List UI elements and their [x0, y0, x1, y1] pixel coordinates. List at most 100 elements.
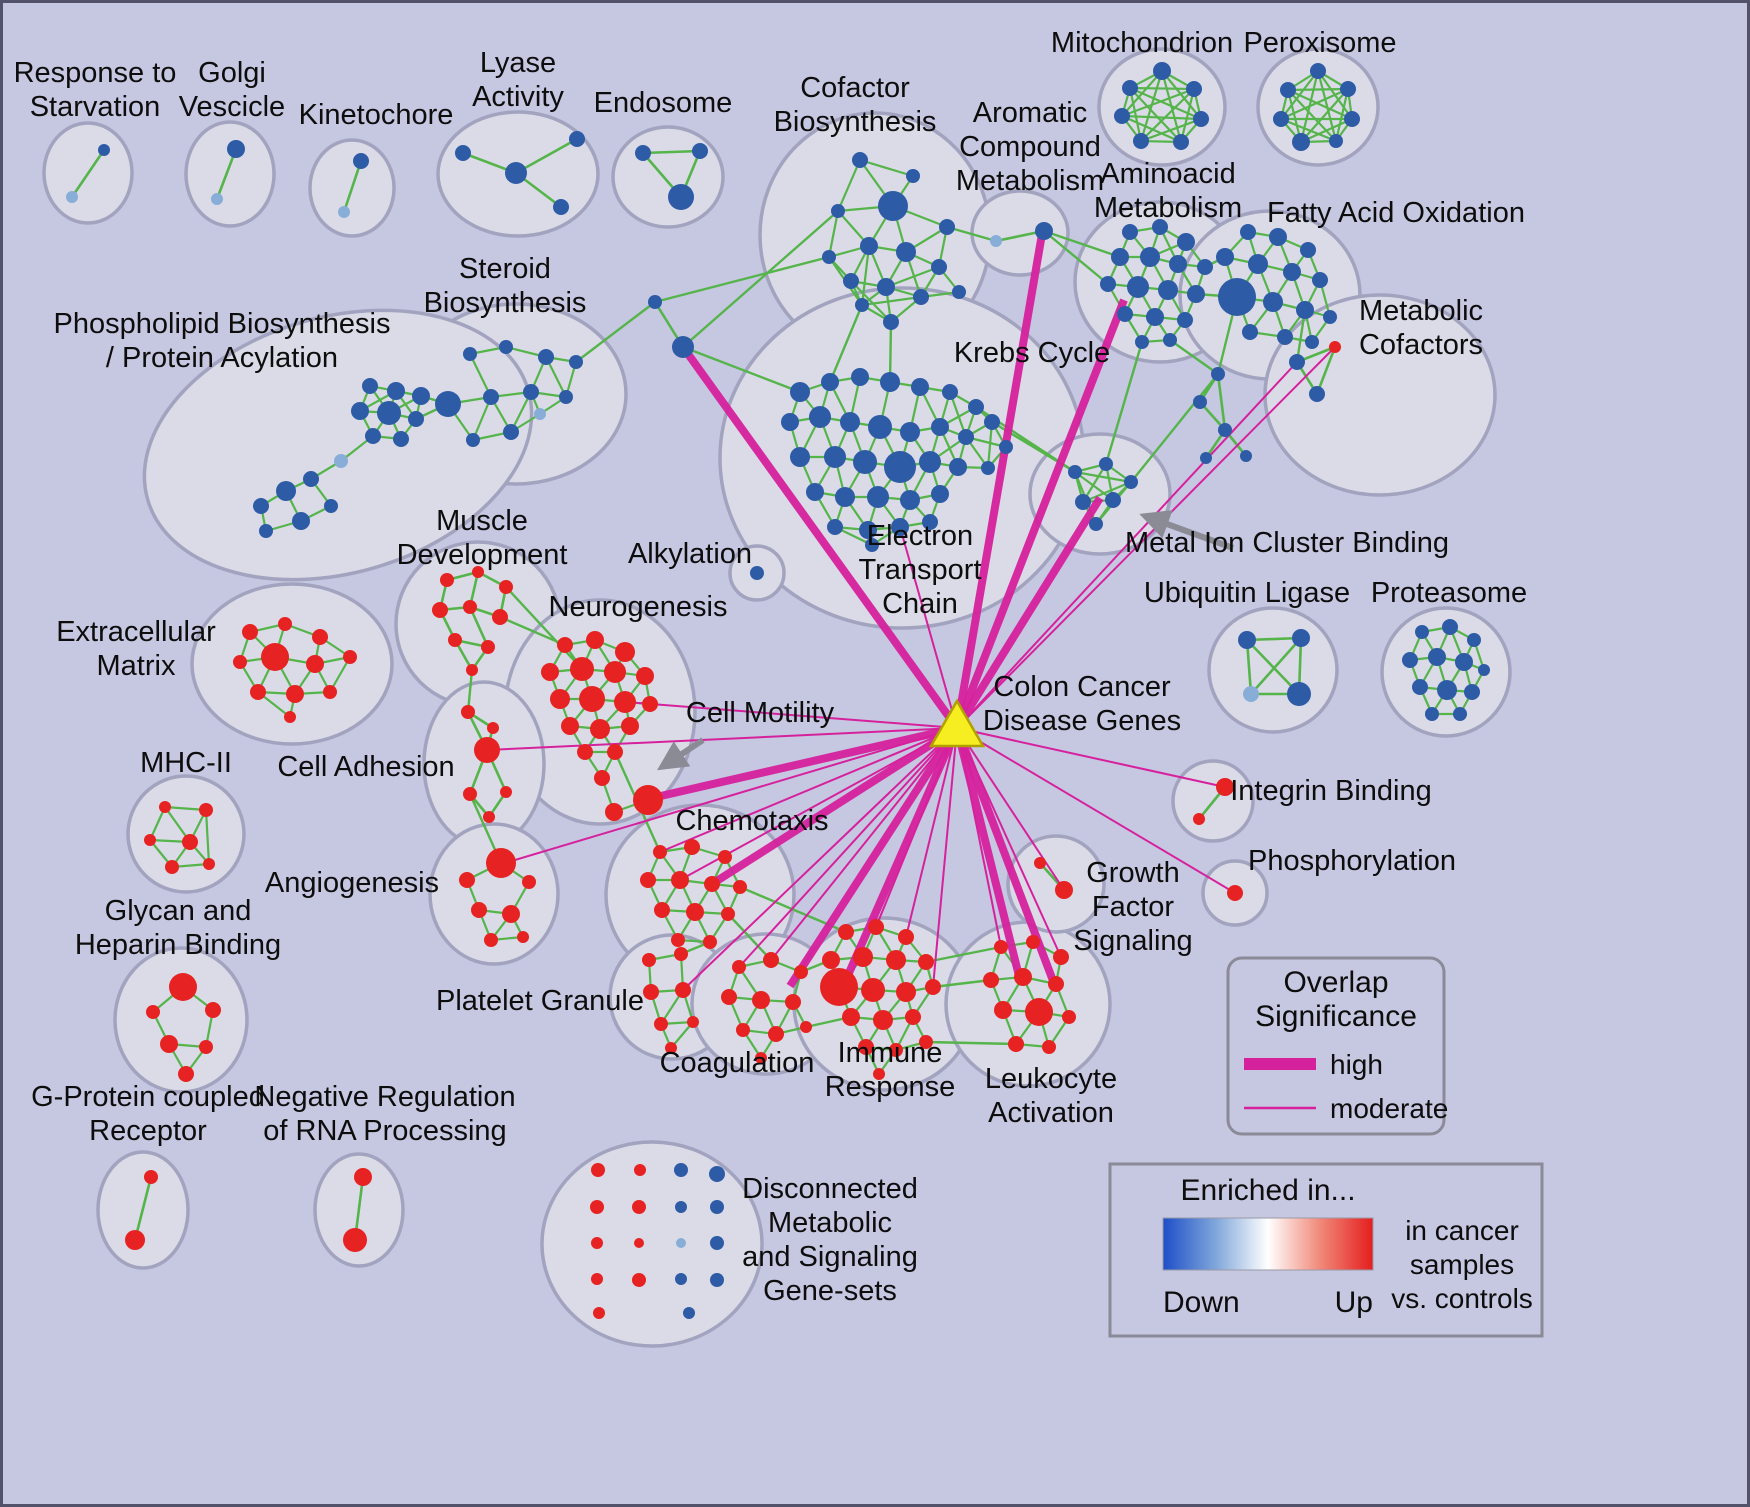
cofactor-biosynthesis-node	[878, 191, 908, 221]
mitochondrion-label: Mitochondrion	[1051, 27, 1233, 59]
cell-adhesion-label: Cell Adhesion	[277, 751, 454, 783]
cofactor-biosynthesis-edge	[860, 245, 871, 306]
growth-factor-signaling-label: Signaling	[1073, 925, 1192, 957]
phospholipid-biosynthesis-node	[365, 428, 381, 444]
aminoacid-metabolism-node	[1135, 335, 1149, 349]
ubiquitin-ligase-node	[1287, 682, 1311, 706]
mitochondrion-node	[1133, 133, 1149, 149]
electron-transport-chain-node	[931, 418, 949, 436]
metabolic-cofactors-node	[1329, 341, 1341, 353]
coagulation-node	[800, 1021, 812, 1033]
disconnected-gene-sets-node	[590, 1200, 604, 1214]
kinetochore-edge	[342, 160, 363, 213]
cofactor-biosynthesis-node	[913, 289, 929, 305]
overlap-edge-high	[953, 495, 1104, 731]
metabolic-cofactors-edge	[1315, 346, 1337, 395]
disconnected-gene-sets-node	[593, 1307, 605, 1319]
metal-ion-cluster-binding-edge	[1074, 470, 1132, 484]
overlap-edge-moderate	[956, 727, 1065, 891]
lyase-activity-label: Activity	[472, 81, 564, 113]
proteasome-node	[1464, 684, 1480, 700]
disconnected-gene-sets-node	[591, 1273, 603, 1285]
peroxisome-node	[1273, 111, 1289, 127]
muscle-development-node	[448, 633, 462, 647]
steroid-biosynthesis-node	[569, 355, 583, 369]
proteasome-node	[1467, 633, 1481, 647]
extracellular-matrix-label: Matrix	[97, 650, 176, 682]
glycan-heparin-binding-node	[160, 1035, 178, 1053]
leukocyte-activation-node	[1042, 1040, 1056, 1054]
leukocyte-activation-node	[1008, 1036, 1024, 1052]
ubiquitin-ligase-node	[1292, 629, 1310, 647]
electron-transport-chain-node	[835, 487, 855, 507]
mitochondrion-node	[1153, 62, 1171, 80]
immune-response-node	[822, 951, 840, 969]
fatty-acid-oxidation-node	[1283, 263, 1301, 281]
electron-transport-chain-node	[809, 406, 831, 428]
cofactor-biosynthesis-node	[931, 259, 947, 275]
bridge-edge	[925, 945, 1002, 964]
chemotaxis-node	[684, 839, 700, 855]
integrin-binding-node	[1216, 778, 1234, 796]
electron-transport-chain-label: Transport	[858, 554, 981, 586]
electron-transport-chain-node	[867, 486, 889, 508]
bridge-edge	[1104, 341, 1144, 465]
immune-response-node	[898, 929, 914, 945]
metabolic-cofactors-label: Cofactors	[1359, 329, 1483, 361]
disconnected-gene-sets-node	[634, 1164, 646, 1176]
fatty-acid-oxidation-node	[1269, 228, 1287, 246]
coagulation-node	[768, 1026, 784, 1042]
steroid-biosynthesis-node	[559, 390, 573, 404]
peroxisome-edge	[1287, 89, 1337, 142]
kinetochore-node	[353, 153, 369, 169]
platelet-granule-label: Platelet Granule	[436, 985, 644, 1017]
aminoacid-metabolism-node	[1177, 233, 1195, 251]
disconnected-gene-sets-boundary	[540, 1140, 764, 1348]
overlap-edge-high	[651, 724, 958, 802]
bridge-edge	[828, 304, 864, 383]
coagulation-node	[752, 991, 770, 1009]
extracellular-matrix-node	[286, 685, 304, 703]
immune-response-node	[842, 1008, 860, 1026]
metabolic-scatter-node	[1240, 450, 1252, 462]
mhc-ii-node	[165, 860, 179, 874]
phospholipid-biosynthesis-label: / Protein Acylation	[106, 342, 338, 374]
overlap-edge-high	[953, 233, 1046, 729]
neurogenesis-node	[605, 803, 623, 821]
electron-transport-chain-node	[984, 414, 1000, 430]
neurogenesis-node	[570, 657, 594, 681]
platelet-granule-node	[643, 984, 659, 1000]
extracellular-matrix-node	[250, 684, 266, 700]
phospholipid-biosynthesis-node	[408, 411, 424, 427]
phospholipid-biosynthesis-node	[303, 471, 319, 487]
colon-cancer-hub-triangle	[928, 698, 986, 748]
peroxisome-node	[1344, 111, 1360, 127]
neurogenesis-node	[621, 717, 639, 735]
g-protein-coupled-receptor-edge	[133, 1176, 153, 1241]
mhc-ii-node	[159, 801, 171, 813]
endosome-node	[692, 143, 708, 159]
bridge-edge	[682, 210, 839, 348]
aromatic-compound-metabolism-label: Aromatic	[973, 97, 1087, 129]
cofactor-biosynthesis-node	[952, 285, 966, 299]
aminoacid-metabolism-node	[1158, 280, 1178, 300]
leukocyte-activation-label: Activation	[988, 1097, 1114, 1129]
platelet-granule-node	[675, 982, 691, 998]
g-protein-coupled-receptor-node	[125, 1230, 145, 1250]
cofactor-biosynthesis-node	[877, 278, 895, 296]
angiogenesis-label: Angiogenesis	[265, 867, 439, 899]
neurogenesis-node	[633, 785, 663, 815]
mitochondrion-edge	[1129, 87, 1182, 143]
chemotaxis-node	[640, 872, 656, 888]
electron-transport-chain-node	[919, 451, 941, 473]
overlap-legend-item-label: moderate	[1330, 1093, 1448, 1124]
metabolic-cofactors-label: Metabolic	[1359, 295, 1483, 327]
glycan-heparin-binding-node	[199, 1040, 213, 1054]
steroid-biosynthesis-node	[483, 389, 499, 405]
bridge-edge	[1043, 230, 1109, 285]
neurogenesis-node	[604, 661, 626, 683]
electron-transport-chain-node	[790, 382, 810, 402]
negative-regulation-rna-label: of RNA Processing	[263, 1115, 506, 1147]
platelet-granule-node	[642, 953, 656, 967]
mitochondrion-edge	[1140, 117, 1202, 143]
